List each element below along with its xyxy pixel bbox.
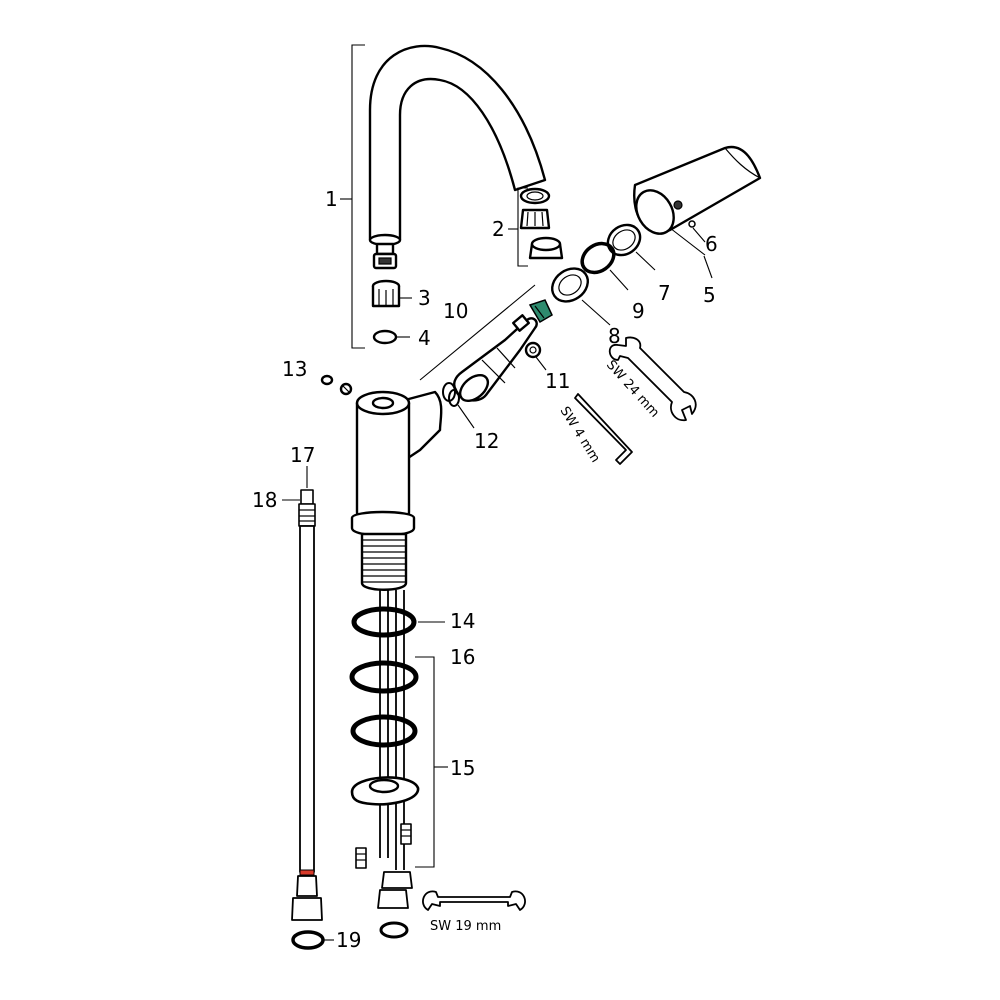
washer-19-right (379, 921, 409, 939)
mixer-body-part (350, 390, 443, 591)
label-10: 10 (443, 299, 468, 323)
screw-11 (524, 341, 542, 359)
cartridge-nut-8 (551, 267, 589, 303)
aerator-part (519, 187, 564, 260)
washer-19-left (291, 930, 325, 950)
label-8: 8 (608, 324, 621, 348)
hose-right-part (377, 590, 413, 909)
washer-14 (351, 606, 417, 638)
label-11: 11 (545, 369, 570, 393)
label-2: 2 (492, 217, 505, 241)
hexkey-sw4-tool (574, 393, 633, 465)
label-6: 6 (705, 232, 718, 256)
washer-16 (349, 660, 419, 694)
label-7: 7 (658, 281, 671, 305)
label-19: 19 (336, 928, 361, 952)
lever-handle-part (633, 145, 762, 235)
label-5: 5 (703, 283, 716, 307)
label-15: 15 (450, 756, 475, 780)
label-18: 18 (252, 488, 277, 512)
screw-15b (355, 847, 367, 869)
bracket-2 (517, 187, 528, 267)
grub-screw-6 (688, 220, 696, 228)
label-16: 16 (450, 645, 475, 669)
label-17: 17 (290, 443, 315, 467)
cover-sleeve-7 (606, 223, 642, 257)
label-9: 9 (632, 299, 645, 323)
label-3: 3 (418, 286, 431, 310)
o-ring-9 (580, 241, 616, 275)
wrench-sw24-tool (608, 336, 697, 422)
cartridge-part (453, 299, 553, 403)
seal-12 (442, 382, 460, 407)
spout-part (368, 44, 547, 270)
grub-screws-13 (320, 374, 353, 396)
washer-15 (350, 714, 418, 748)
hose-left-part (291, 489, 323, 921)
label-1: 1 (325, 187, 338, 211)
o-ring-4 (372, 329, 398, 345)
label-13: 13 (282, 357, 307, 381)
bracket-1 (351, 44, 365, 349)
wrench-sw19-tool (422, 890, 526, 911)
threaded-rod-part (379, 590, 389, 858)
fixing-plate-15 (350, 776, 420, 806)
bushing-part (371, 279, 401, 308)
tool-label-sw19: SW 19 mm (430, 919, 501, 934)
label-14: 14 (450, 609, 475, 633)
label-12: 12 (474, 429, 499, 453)
bracket-15-16 (415, 656, 435, 868)
screw-15a (400, 823, 412, 845)
label-4: 4 (418, 326, 431, 350)
